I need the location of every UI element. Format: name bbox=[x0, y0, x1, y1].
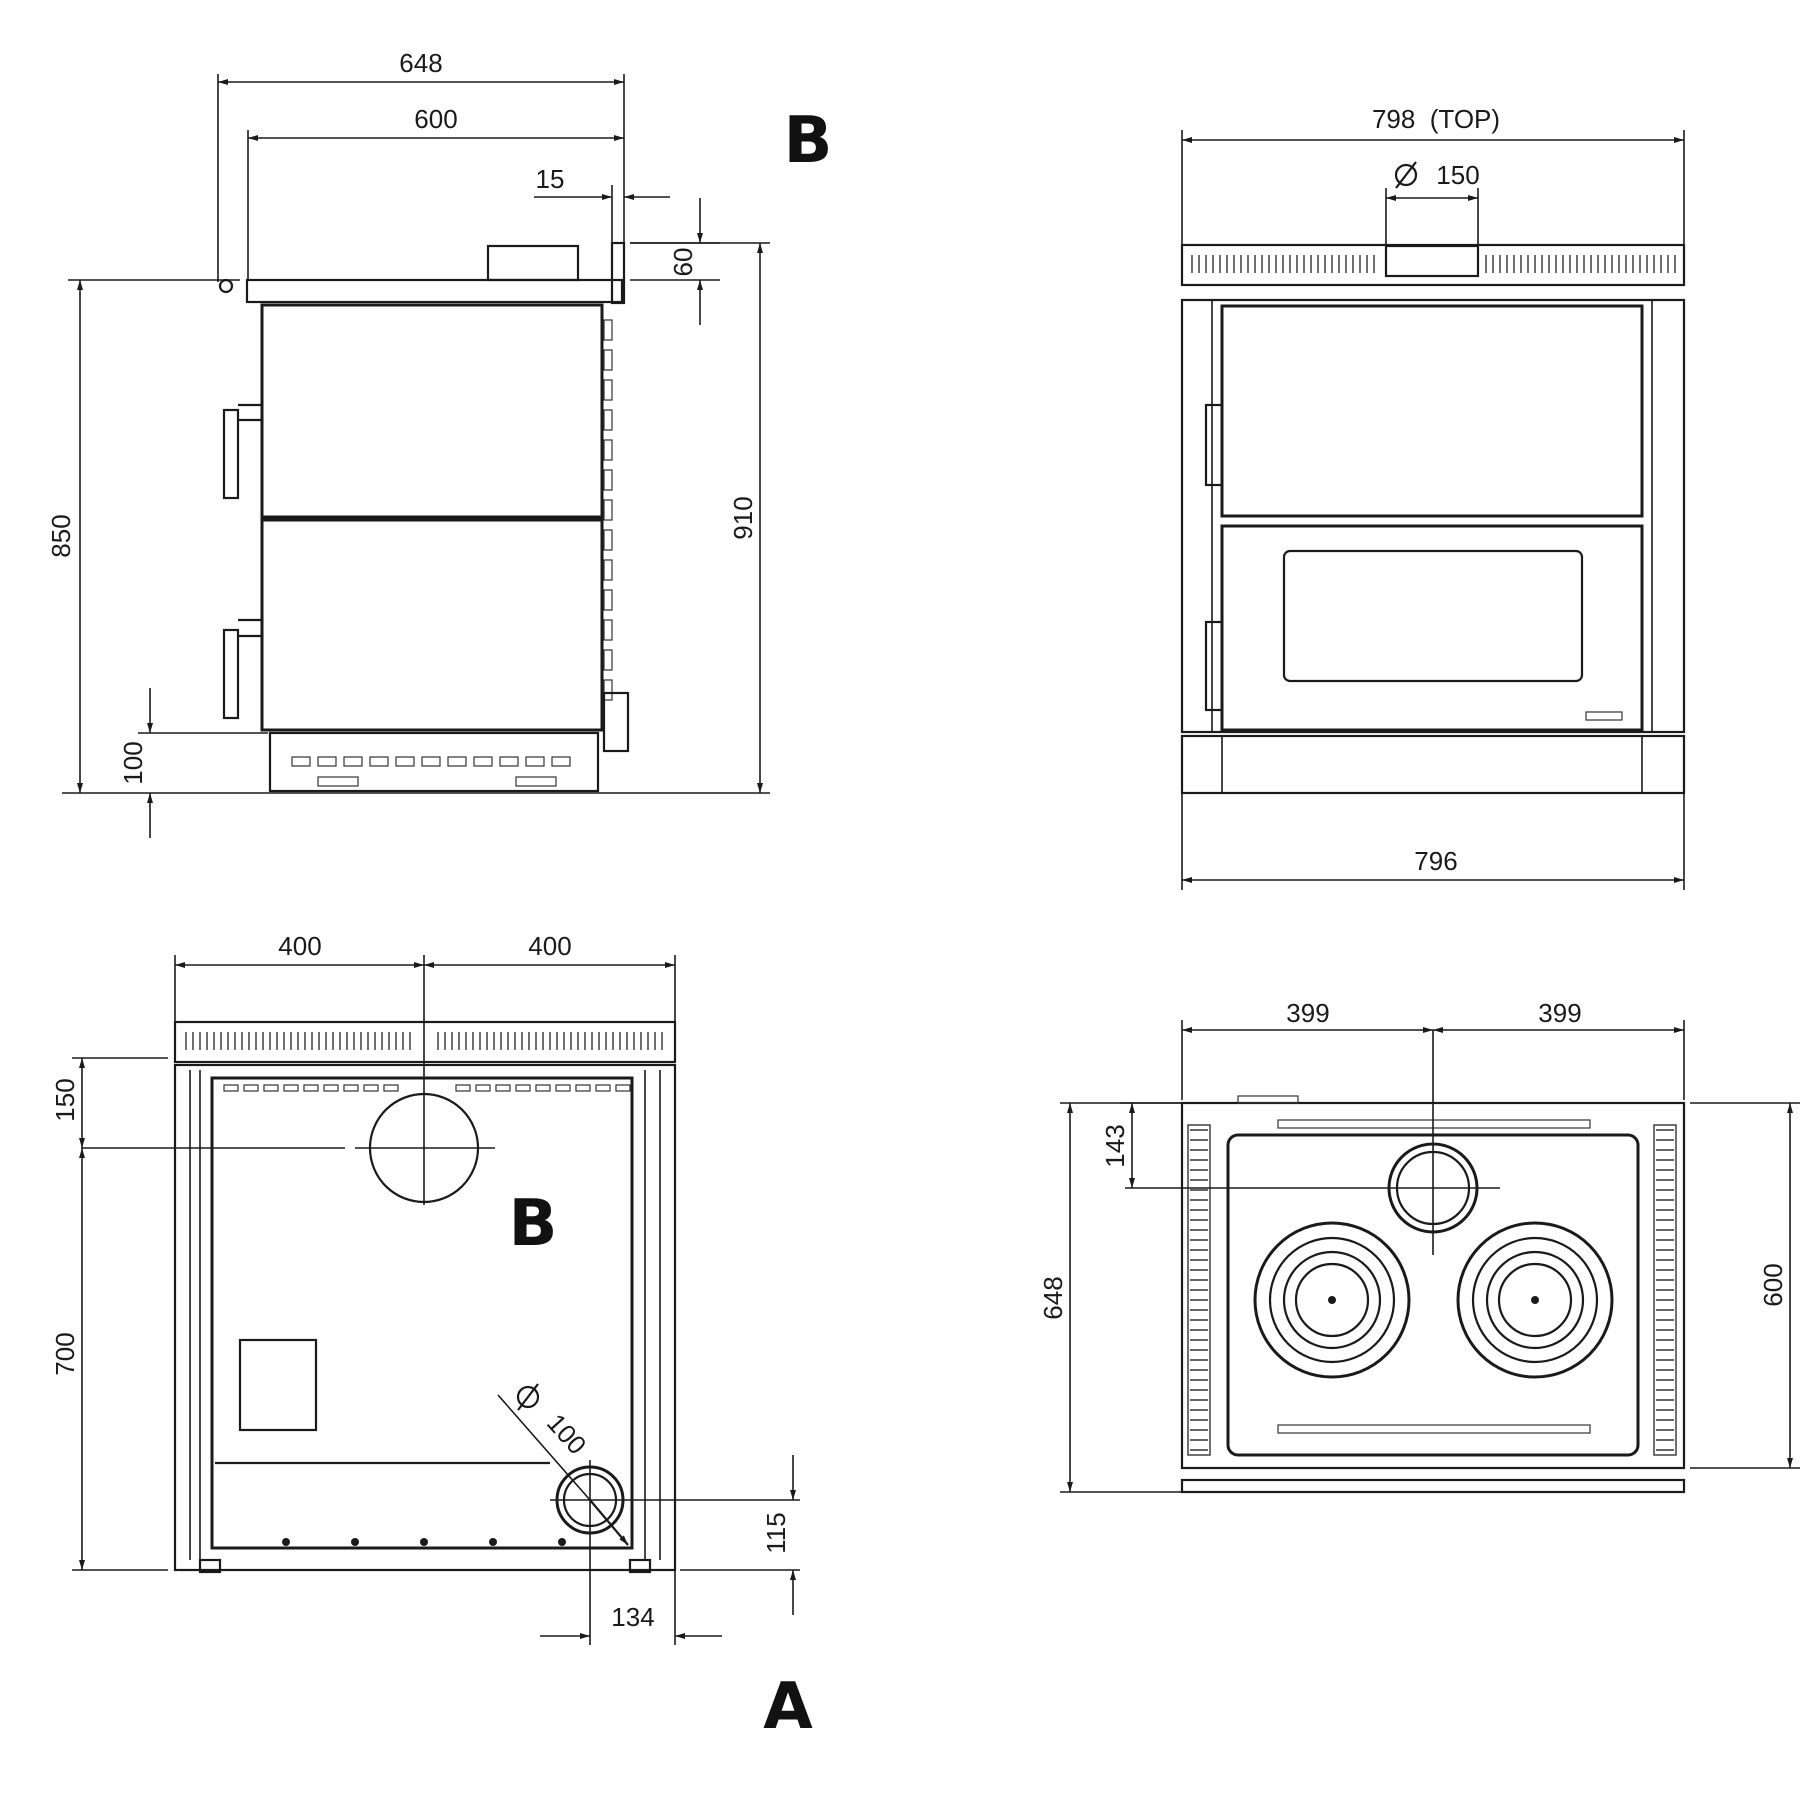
dim-side-100: 100 bbox=[118, 741, 148, 784]
front-top-rail-vents bbox=[1191, 255, 1676, 273]
dim-rear-400-left: 400 bbox=[278, 931, 321, 961]
dim-rear-400-right: 400 bbox=[528, 931, 571, 961]
dim-rear-700: 700 bbox=[50, 1332, 80, 1375]
dim-top-143: 143 bbox=[1100, 1124, 1130, 1167]
rear-top-rail-vents bbox=[185, 1032, 663, 1050]
rear-label-a: A bbox=[763, 1670, 813, 1744]
rear-plan-view: 100 400 400 150 700 115 1 bbox=[50, 931, 813, 1744]
rear-label-b: B bbox=[509, 1187, 558, 1261]
right-hotplate bbox=[1456, 1221, 1614, 1379]
front-body bbox=[1180, 298, 1686, 734]
dim-top-648: 648 bbox=[1038, 1276, 1068, 1319]
side-upper-body bbox=[260, 303, 604, 519]
side-front-rail bbox=[218, 278, 234, 294]
front-upper-door bbox=[1220, 304, 1644, 518]
dim-side-850: 850 bbox=[46, 514, 76, 557]
front-view: 798 (TOP) 150 796 bbox=[1180, 104, 1686, 890]
dim-top-600: 600 bbox=[1758, 1263, 1788, 1306]
side-view: 648 600 15 60 850 910 100 B bbox=[46, 48, 832, 838]
side-rear-outlet bbox=[602, 691, 630, 753]
side-top-plate bbox=[245, 278, 624, 304]
front-flue-collar bbox=[1384, 244, 1480, 278]
front-oven-window bbox=[1282, 549, 1584, 683]
top-front-rail bbox=[1180, 1478, 1686, 1494]
dim-side-60: 60 bbox=[668, 248, 698, 277]
rear-body bbox=[173, 1063, 677, 1572]
front-lower-handle bbox=[1204, 620, 1224, 712]
left-hotplate bbox=[1253, 1221, 1411, 1379]
rear-top-rail bbox=[173, 1020, 677, 1064]
dim-side-910: 910 bbox=[728, 496, 758, 539]
dim-front-150: 150 bbox=[1436, 160, 1479, 190]
dim-rear-134: 134 bbox=[611, 1602, 654, 1632]
top-right-grille bbox=[1653, 1124, 1677, 1456]
dim-top-399-right: 399 bbox=[1538, 998, 1581, 1028]
rear-inspection-panel bbox=[238, 1338, 318, 1432]
side-upper-handle bbox=[222, 408, 240, 500]
side-flue-collar bbox=[486, 244, 580, 282]
rear-slots bbox=[223, 1084, 631, 1092]
diameter-symbol-icon bbox=[516, 1383, 540, 1411]
side-lower-body bbox=[260, 518, 604, 732]
dim-front-798-top: 798 (TOP) bbox=[1372, 104, 1500, 134]
dim-side-648: 648 bbox=[399, 48, 442, 78]
rear-bottom-dots bbox=[282, 1538, 566, 1546]
front-plinth bbox=[1180, 734, 1686, 795]
dim-top-399-left: 399 bbox=[1286, 998, 1329, 1028]
diameter-symbol-icon bbox=[1394, 161, 1418, 189]
front-top-rail bbox=[1180, 243, 1686, 287]
side-lower-handle bbox=[222, 628, 240, 720]
rear-inner-panel bbox=[210, 1076, 634, 1550]
front-brand-plate bbox=[1585, 711, 1623, 721]
hob-top-view: 399 399 143 648 600 bbox=[1038, 998, 1800, 1494]
dim-front-796: 796 bbox=[1414, 846, 1457, 876]
side-plinth bbox=[268, 731, 600, 793]
dim-side-600: 600 bbox=[414, 104, 457, 134]
dim-rear-150: 150 bbox=[50, 1078, 80, 1121]
dim-side-15: 15 bbox=[536, 164, 565, 194]
dim-rear-115: 115 bbox=[761, 1512, 791, 1553]
side-plinth-vents bbox=[291, 756, 571, 787]
side-rear-upstand bbox=[610, 241, 626, 305]
side-rear-vents bbox=[603, 319, 613, 701]
side-label-b: B bbox=[784, 104, 833, 178]
front-upper-handle bbox=[1204, 403, 1224, 487]
top-left-grille bbox=[1187, 1124, 1211, 1456]
